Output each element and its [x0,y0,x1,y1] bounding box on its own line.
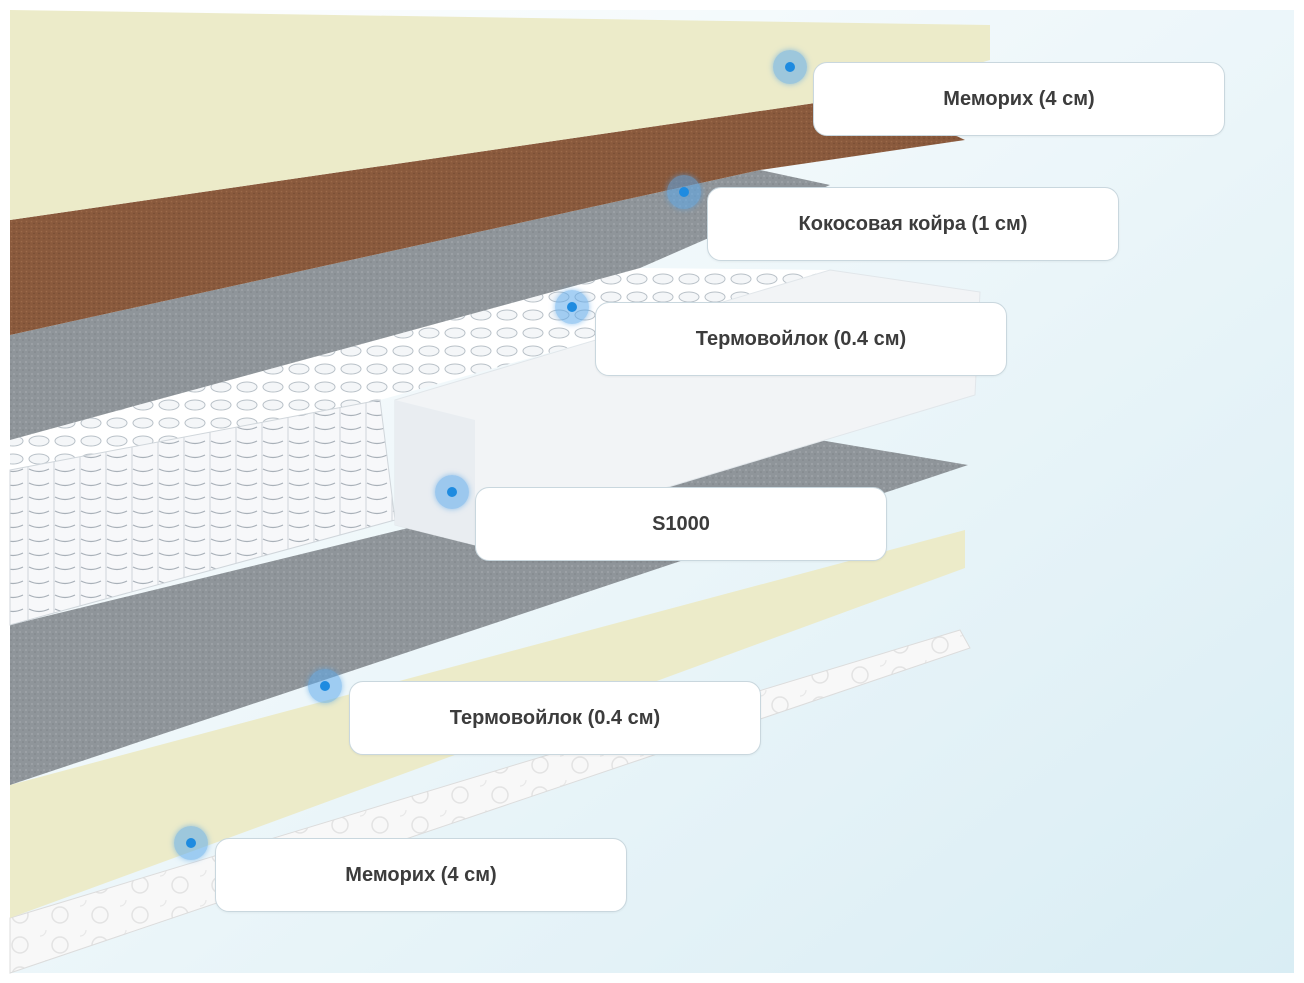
marker-felt-bottom [308,669,342,703]
springs-foam-side [395,400,475,545]
memorix-top-layer [10,10,990,220]
coconut-layer [10,95,965,335]
label-coconut: Кокосовая койра (1 см) [707,187,1119,261]
marker-memorix-bottom [174,826,208,860]
label-memorix-top: Мемориx (4 см) [813,62,1225,136]
label-memorix-bottom: Мемориx (4 см) [215,838,627,912]
marker-coconut [667,175,701,209]
label-felt-bottom: Термовойлок (0.4 см) [349,681,761,755]
marker-springs [435,475,469,509]
label-springs: S1000 [475,487,887,561]
label-felt-top: Термовойлок (0.4 см) [595,302,1007,376]
felt-top-layer [10,170,830,440]
marker-felt-top [555,290,589,324]
marker-memorix-top [773,50,807,84]
